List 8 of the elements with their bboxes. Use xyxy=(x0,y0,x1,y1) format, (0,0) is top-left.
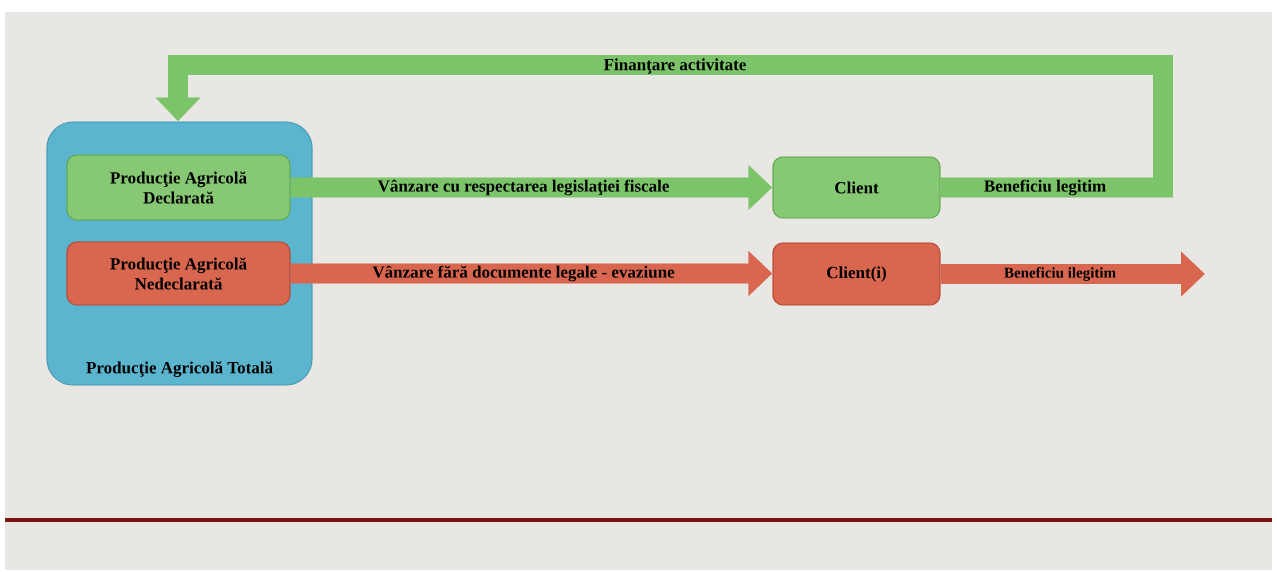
process-box: Producţie Agricolă Nedeclarată xyxy=(66,241,291,306)
edge-label: Beneficiu legitim xyxy=(984,179,1106,196)
edge-label: Beneficiu ilegitim xyxy=(1004,267,1116,281)
arrow-label: Finanţare activitate xyxy=(603,58,746,74)
edge-label: Vânzare cu respectarea legislaţiei fiscale xyxy=(377,179,669,196)
process-box: Client xyxy=(772,156,941,219)
process-box: Producţie Agricolă Declarată xyxy=(66,154,291,221)
edge-label: Vânzare fără documente legale - evaziune xyxy=(372,265,675,282)
